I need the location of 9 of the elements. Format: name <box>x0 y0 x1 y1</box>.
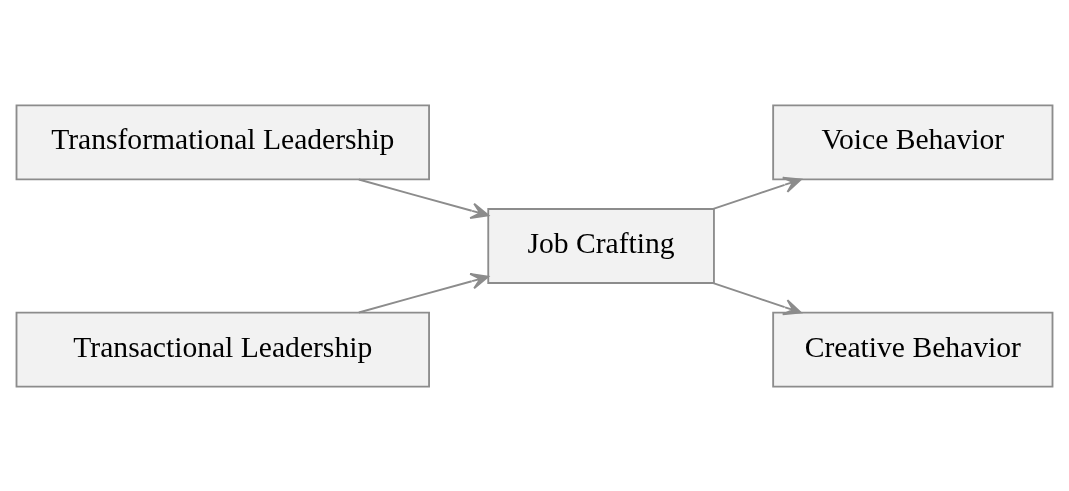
arrow <box>712 176 802 210</box>
node-box: Transactional Leadership <box>15 311 430 388</box>
node-box: Voice Behavior <box>772 103 1054 180</box>
arrow <box>712 281 802 315</box>
arrow <box>357 178 490 219</box>
node-box: Transformational Leadership <box>15 103 430 180</box>
node-box: Creative Behavior <box>772 311 1054 388</box>
node-box: Job Crafting <box>487 207 715 284</box>
arrow <box>357 272 490 313</box>
